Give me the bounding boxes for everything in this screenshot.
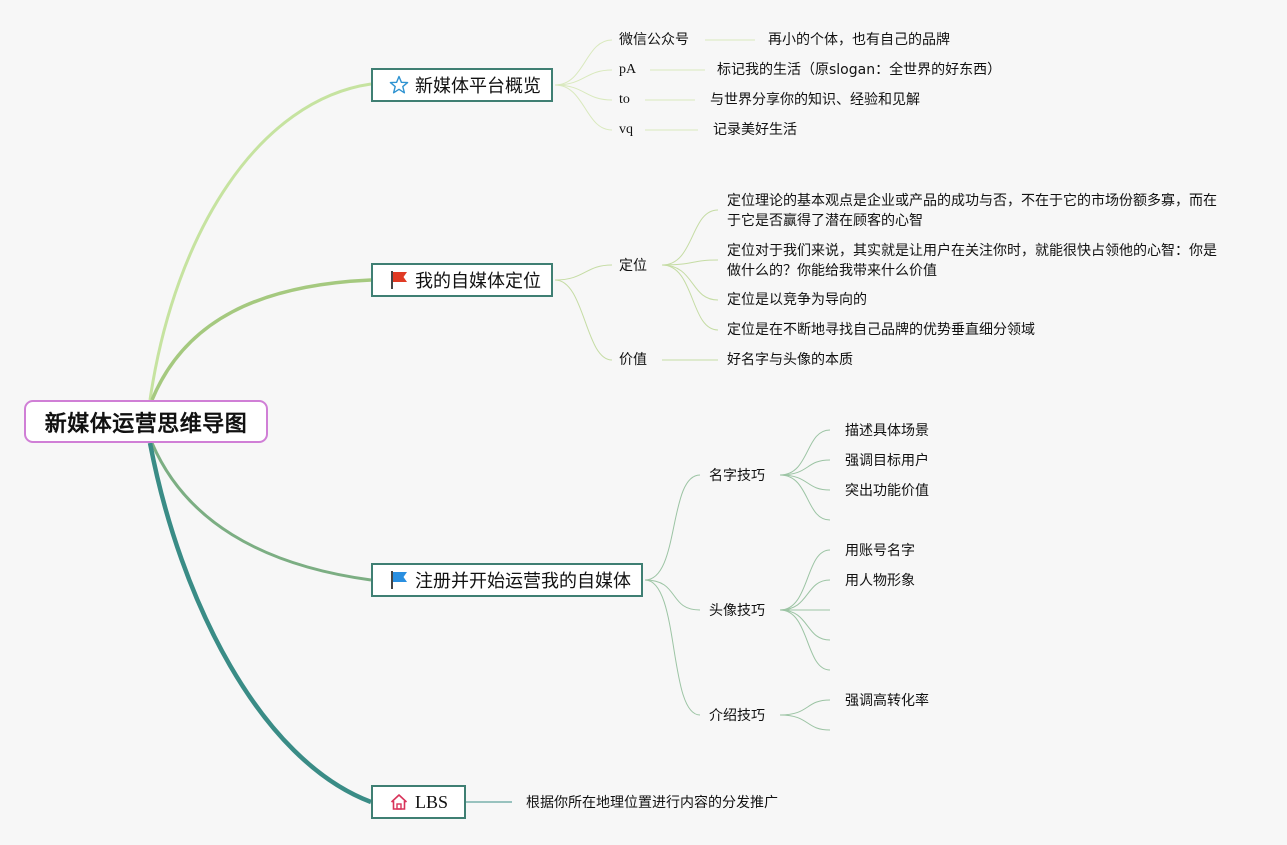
platform-slogan[interactable]: 标记我的生活（原slogan：全世界的好东西） — [717, 62, 1002, 78]
branch-line-positioning — [150, 278, 372, 401]
platform-slogan[interactable]: 再小的个体，也有自己的品牌 — [768, 32, 950, 48]
detail-note[interactable]: 描述具体场景 — [845, 423, 929, 439]
platform-slogan[interactable]: 与世界分享你的知识、经验和见解 — [710, 92, 920, 108]
detail-note[interactable]: 定位是在不断地寻找自己品牌的优势垂直细分领域 — [727, 322, 1035, 338]
detail-note[interactable]: 定位对于我们来说，其实就是让用户在关注你时，就能很快占领他的心智：你是做什么的？… — [727, 243, 1217, 279]
subtopic-label[interactable]: 介绍技巧 — [709, 708, 765, 724]
detail-note[interactable]: 强调目标用户 — [845, 453, 929, 469]
topic-label: 新媒体平台概览 — [415, 76, 541, 97]
detail-note[interactable]: 好名字与头像的本质 — [727, 352, 853, 368]
platform-name[interactable]: pA — [619, 62, 637, 77]
subtopic-label[interactable]: 定位 — [619, 258, 647, 274]
platform-name[interactable]: to — [619, 92, 630, 107]
detail-note[interactable]: 用人物形象 — [845, 573, 915, 589]
topic-label: 我的自媒体定位 — [415, 271, 541, 292]
subtopic-label[interactable]: 名字技巧 — [709, 468, 765, 484]
topic-label: LBS — [415, 791, 449, 812]
detail-note[interactable]: 突出功能价值 — [845, 483, 929, 499]
branch-line-lbs — [147, 442, 372, 805]
topic-register-operate[interactable]: 注册并开始运营我的自媒体 — [371, 563, 643, 597]
detail-note[interactable]: 根据你所在地理位置进行内容的分发推广 — [526, 795, 778, 811]
red-flag-icon — [389, 270, 409, 290]
topic-platforms[interactable]: 新媒体平台概览 — [371, 68, 553, 102]
branch-line-platforms — [148, 82, 372, 401]
root-node[interactable]: 新媒体运营思维导图 — [24, 400, 268, 443]
subtopic-label[interactable]: 价值 — [619, 352, 647, 368]
platform-slogan[interactable]: 记录美好生活 — [713, 122, 797, 138]
detail-note[interactable]: 定位是以竞争为导向的 — [727, 292, 867, 308]
platform-name[interactable]: vq — [619, 122, 633, 137]
detail-note[interactable]: 定位理论的基本观点是企业或产品的成功与否，不在于它的市场份额多寡，而在于它是否赢… — [727, 193, 1217, 229]
topic-positioning[interactable]: 我的自媒体定位 — [371, 263, 553, 297]
subtopic-label[interactable]: 头像技巧 — [709, 603, 765, 619]
detail-note[interactable]: 用账号名字 — [845, 543, 915, 559]
platform-name[interactable]: 微信公众号 — [619, 32, 689, 48]
star-icon — [389, 75, 409, 95]
topic-label: 注册并开始运营我的自媒体 — [415, 571, 631, 592]
home-icon — [389, 792, 409, 812]
blue-flag-icon — [389, 570, 409, 590]
detail-note[interactable]: 强调高转化率 — [845, 693, 929, 709]
topic-lbs[interactable]: LBS — [371, 785, 467, 819]
branch-line-register — [150, 442, 372, 582]
